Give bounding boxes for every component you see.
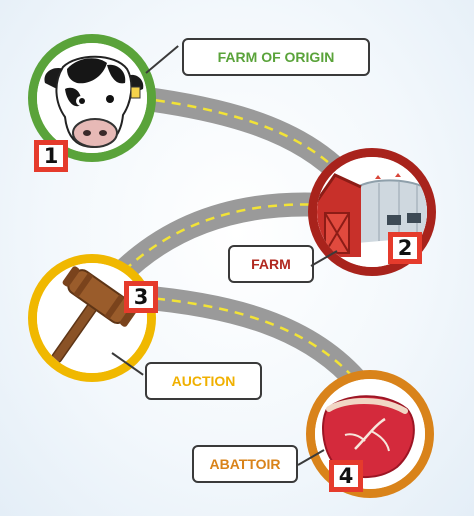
step-1-label: FARM OF ORIGIN: [182, 38, 370, 76]
step-2-label-text: FARM: [251, 256, 291, 272]
step-4-number: 4: [334, 464, 358, 488]
road-1: [128, 86, 357, 190]
gavel-icon: [37, 263, 147, 373]
step-3-label-text: AUCTION: [171, 373, 236, 389]
step-2-badge: 2: [388, 232, 422, 264]
barn-icon: [317, 157, 427, 267]
step-4-label: ABATTOIR: [192, 445, 298, 483]
road-1-dashes: [139, 96, 346, 179]
step-1-badge: 1: [34, 140, 68, 172]
step-3-circle: [28, 254, 156, 382]
step-4-label-text: ABATTOIR: [209, 456, 281, 472]
step-3-label: AUCTION: [145, 362, 262, 400]
step-3-badge: 3: [124, 281, 158, 313]
step-2-circle: [308, 148, 436, 276]
cow-icon: [37, 43, 147, 153]
step-2-label: FARM: [228, 245, 314, 283]
road-3-dashes: [139, 295, 361, 386]
step-1-label-text: FARM OF ORIGIN: [217, 49, 335, 65]
step-4-badge: 4: [329, 460, 363, 492]
step-2-number: 2: [393, 236, 417, 260]
step-1-number: 1: [39, 144, 63, 168]
step-4-circle: [306, 370, 434, 498]
step-3-number: 3: [129, 285, 153, 309]
step-1-circle: [28, 34, 156, 162]
